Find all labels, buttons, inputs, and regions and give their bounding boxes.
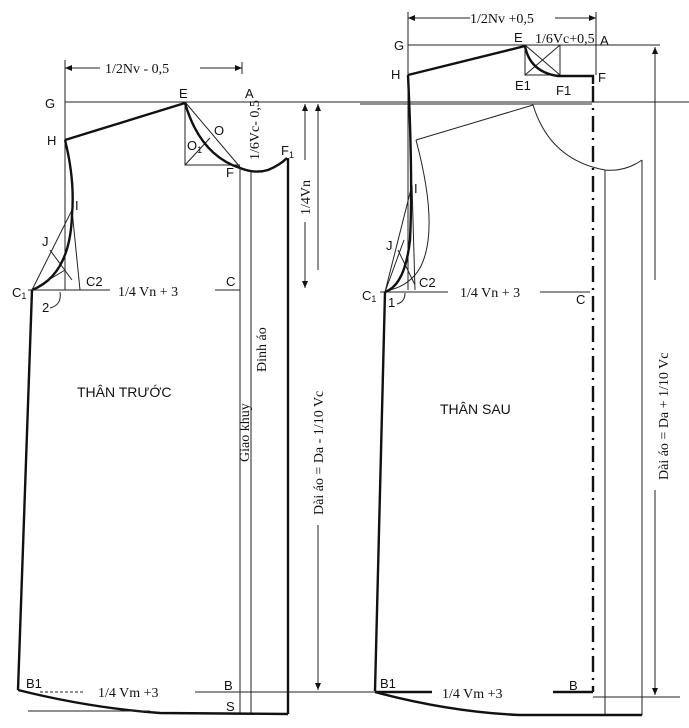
back-point-e1: E1 xyxy=(515,78,531,93)
edge-label: Đinh áo xyxy=(255,327,270,372)
back-title: THÂN SAU xyxy=(440,401,511,417)
back-chest-dim: 1/4 Vn + 3 xyxy=(460,286,520,301)
point-b: B xyxy=(224,678,233,693)
back-point-c2: C2 xyxy=(419,275,436,290)
point-g: G xyxy=(45,96,55,111)
back-armhole xyxy=(384,74,413,294)
point-c: C xyxy=(226,274,235,289)
front-armhole xyxy=(31,139,74,292)
point-e: E xyxy=(179,86,188,101)
front-depth-dim: 1/4Vn xyxy=(299,180,314,215)
back-point-j: J xyxy=(386,238,393,253)
back-point-g: G xyxy=(394,38,404,53)
label-2: 2 xyxy=(42,300,49,315)
back-shoulder-line xyxy=(407,44,526,77)
front-shoulder-line xyxy=(64,101,186,142)
front-title: THÂN TRƯỚC xyxy=(77,384,171,400)
back-point-i: I xyxy=(414,181,418,196)
point-f1: F1 xyxy=(281,143,294,160)
point-c2: C2 xyxy=(86,274,103,289)
back-point-c: C xyxy=(576,292,585,307)
back-point-e: E xyxy=(514,30,523,45)
back-length-dim: Dài áo = Da + 1/10 Vc xyxy=(657,352,672,480)
front-length-dim: Dài áo = Da - 1/10 Vc xyxy=(312,391,327,515)
back-point-b: B xyxy=(569,678,578,693)
back-neckline xyxy=(523,45,595,84)
front-side-seam xyxy=(16,289,34,691)
point-j: J xyxy=(42,234,49,249)
front-piece xyxy=(16,60,689,716)
point-o1: O1 xyxy=(187,138,202,155)
front-neck-dim: 1/6Vc- 0,5 xyxy=(248,100,263,160)
back-hem xyxy=(374,690,642,717)
back-point-b1: B1 xyxy=(380,676,396,691)
back-top-dim: 1/2Nv +0,5 xyxy=(470,12,534,27)
point-s: S xyxy=(226,699,235,714)
point-i: I xyxy=(75,198,79,213)
front-top-dim: 1/2Nv - 0,5 xyxy=(105,62,169,77)
back-piece xyxy=(360,12,680,717)
front-hem xyxy=(17,688,289,716)
point-f: F xyxy=(226,165,234,180)
point-o: O xyxy=(214,123,224,138)
back-point-f1: F1 xyxy=(556,83,571,98)
front-chest-dim: 1/4 Vn + 3 xyxy=(118,285,178,300)
back-hem-dim: 1/4 Vm +3 xyxy=(442,687,503,702)
label-1: 1 xyxy=(388,295,395,310)
back-point-h: H xyxy=(391,67,400,82)
point-h: H xyxy=(47,133,56,148)
front-hem-dim: 1/4 Vm +3 xyxy=(98,686,159,701)
back-point-c1: C1 xyxy=(362,288,376,304)
front-neckline xyxy=(183,102,288,173)
placket-label: Giao khuy xyxy=(238,403,253,462)
back-point-a: A xyxy=(600,33,609,48)
point-b1: B1 xyxy=(26,676,42,691)
back-side-seam xyxy=(373,291,387,692)
point-a: A xyxy=(245,86,254,101)
back-point-f: F xyxy=(598,70,606,85)
back-neck-dim: 1/6Vc+0,5 xyxy=(535,32,595,47)
point-c1: C1 xyxy=(12,285,26,301)
